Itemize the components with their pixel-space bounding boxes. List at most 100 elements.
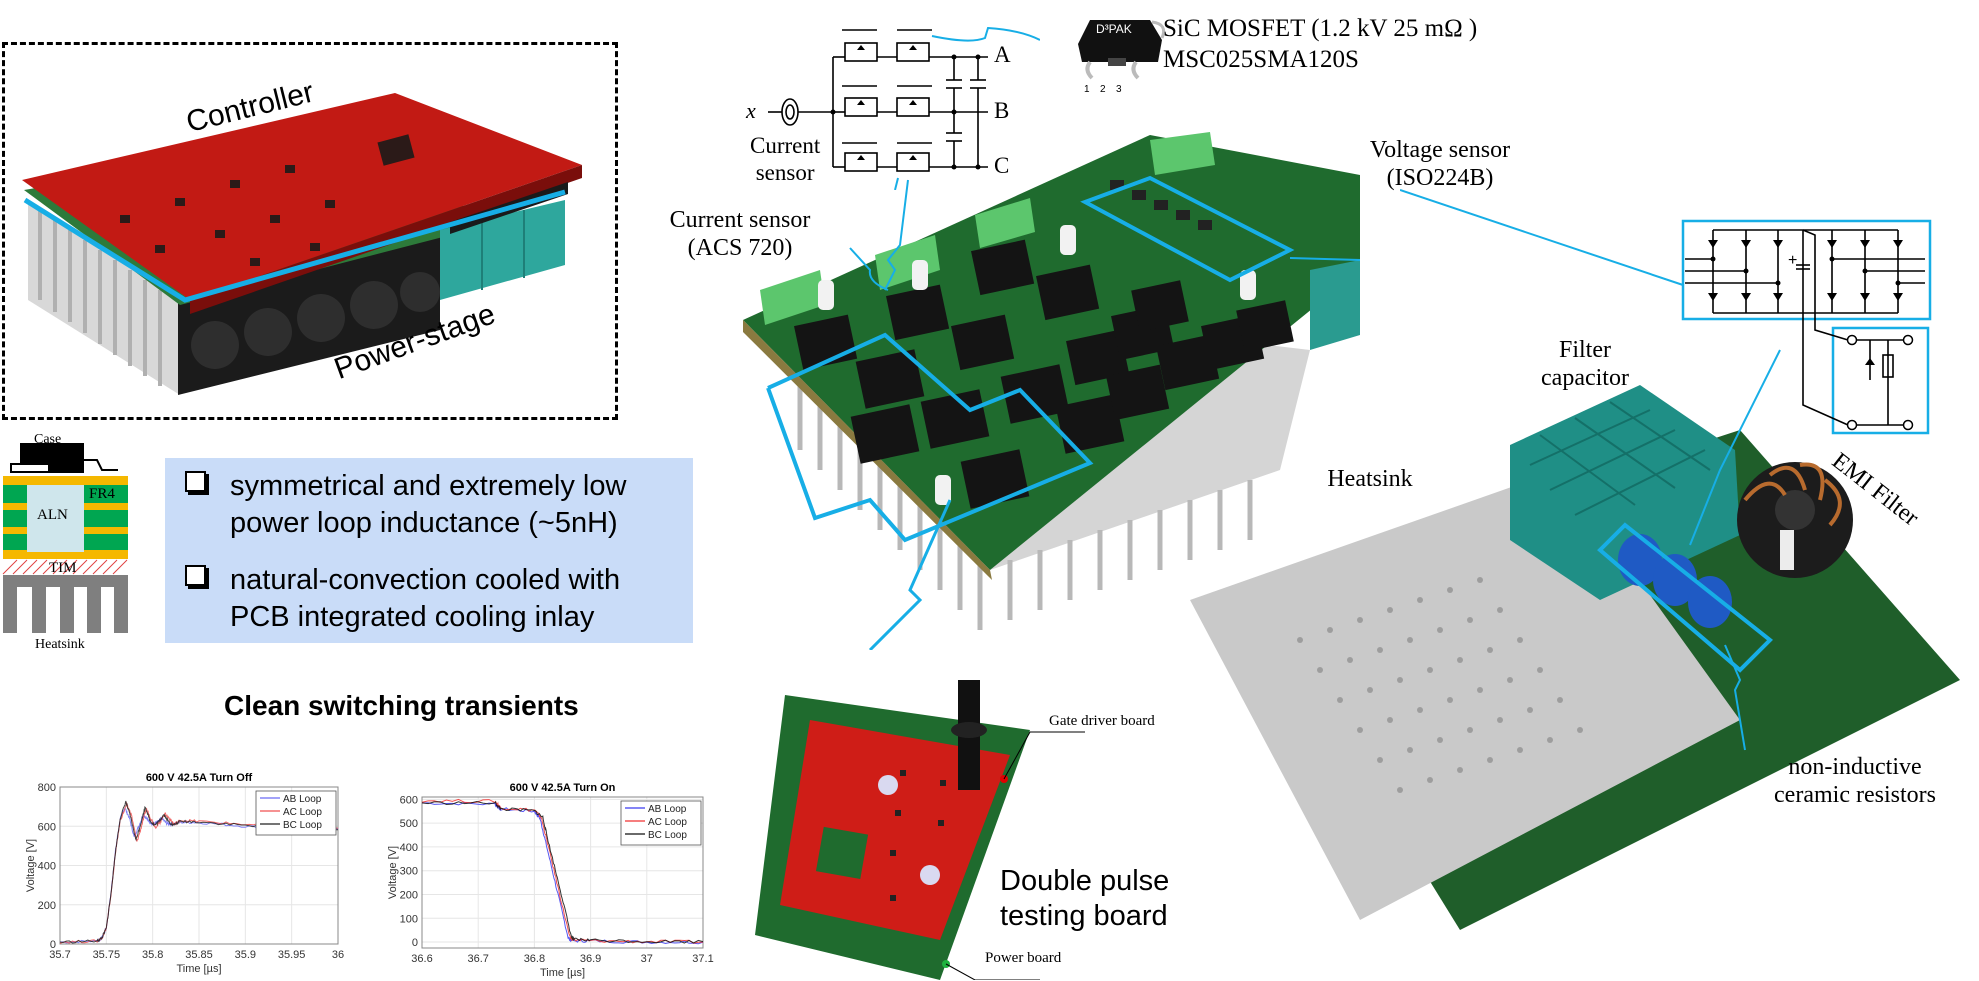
x-tick-label: 36.8 [524, 953, 545, 965]
schematic-current-sensor-label: Current sensor [750, 132, 820, 186]
tim-label: TIM [49, 560, 77, 576]
feature-line: natural-convection cooled with [230, 564, 621, 596]
feature-item: symmetrical and extremely low power loop… [185, 468, 626, 542]
dpt-title-line: Double pulse [1000, 865, 1170, 897]
series-line-bc-loop [421, 800, 704, 944]
phase-loop-highlight [766, 332, 1094, 543]
pcb-stackup-diagram [2, 443, 128, 633]
callout-line: capacitor [1541, 365, 1629, 391]
x-tick-label: 37 [641, 953, 653, 965]
chart-title: 600 V 42.5A Turn On [510, 782, 616, 794]
y-tick-label: 500 [400, 818, 418, 830]
brake-chopper-frame [1831, 326, 1930, 435]
feature-line: symmetrical and extremely low [230, 470, 627, 502]
dpt-title-line: testing board [1000, 900, 1168, 932]
output-label-b: B [994, 98, 1010, 123]
rectifier-schematic: + [1681, 219, 1932, 435]
y-axis-label: Voltage [V] [387, 846, 399, 899]
plot-frame [59, 786, 339, 945]
x-tick-label: 36.9 [580, 953, 601, 965]
rectifier-link-line [1400, 189, 1684, 286]
legend-label: AB Loop [283, 794, 322, 805]
pin-label: 1 [1084, 84, 1090, 95]
x-tick-label: 36.6 [411, 953, 432, 965]
checkbox-bullet-icon [185, 471, 206, 492]
legend-label: BC Loop [648, 830, 687, 841]
feature-item: natural-convection cooled with PCB integ… [185, 562, 620, 636]
d3pak-package-icon [1078, 20, 1166, 80]
legend-label: AB Loop [648, 804, 687, 815]
x-tick-label: 35.75 [93, 949, 121, 961]
x-tick-label: 35.7 [49, 949, 70, 961]
switch-row-a [833, 29, 988, 62]
mosfet-description: SiC MOSFET (1.2 kV 25 mΩ ) MSC025SMA120S [1163, 13, 1477, 75]
x-tick-label: 35.9 [235, 949, 256, 961]
feature-list: symmetrical and extremely low power loop… [165, 458, 693, 643]
dpt-board-photo [755, 680, 1085, 980]
power-stage-photo [743, 132, 1360, 650]
pin-label: 3 [1116, 84, 1122, 95]
legend-label: BC Loop [283, 820, 322, 831]
stackup-heatsink [3, 575, 128, 633]
x-tick-label: 35.85 [185, 949, 213, 961]
voltage-sensor-ics [1110, 180, 1212, 230]
x-axis-label: Time [µs] [540, 967, 585, 979]
callout-line: non-inductive [1788, 754, 1922, 780]
x-axis-label: Time [µs] [176, 963, 221, 975]
legend-label: AC Loop [283, 807, 322, 818]
voltage-sensor-callout: Voltage sensor (ISO224B) [1345, 136, 1535, 192]
gate-driver-label: Gate driver board [1049, 713, 1155, 729]
aln-label: ALN [37, 507, 68, 523]
callout-line: Filter [1559, 337, 1611, 363]
current-sensor-callout: Current sensor (ACS 720) [640, 206, 840, 262]
voltage-sensor-highlight [1080, 175, 1295, 283]
stackup-heatsink-label: Heatsink [35, 637, 85, 652]
filter-board-photo [1190, 349, 1960, 930]
y-axis-label: Voltage [V] [25, 839, 37, 892]
mosfet-part-number: MSC025SMA120S [1163, 46, 1359, 73]
power-stage-pcb [743, 135, 1360, 570]
resistor-highlight [1597, 522, 1774, 673]
mosfet-packages [794, 239, 1294, 509]
mosfet-title: SiC MOSFET (1.2 kV 25 mΩ ) [1163, 15, 1478, 42]
callout-line: Current sensor [669, 207, 811, 233]
checkbox-bullet-icon [185, 565, 206, 586]
callout-line: (ACS 720) [687, 235, 793, 261]
series-line-bc-loop [59, 800, 338, 944]
feature-line: PCB integrated cooling inlay [230, 601, 595, 633]
pin-label: 2 [1100, 84, 1106, 95]
y-tick-label: 600 [400, 794, 418, 806]
turn-on-chart: 600 V 42.5A Turn On 36.6 36.7 36.8 36.9 37 37.… [387, 782, 714, 979]
tim-layer [2, 559, 128, 575]
y-tick-label: 0 [412, 937, 418, 949]
output-label-a: A [994, 42, 1011, 67]
rectifier-frame [1681, 219, 1932, 321]
plot-frame [421, 796, 704, 949]
callout-line: (ISO224B) [1386, 165, 1494, 191]
output-label-c: C [994, 153, 1010, 178]
controller-photo [22, 93, 582, 395]
y-tick-label: 300 [400, 866, 418, 878]
y-tick-label: 800 [38, 782, 56, 794]
x-tick-label: 37.1 [692, 953, 713, 965]
y-tick-label: 400 [38, 861, 56, 873]
filter-heatsink-label: Heatsink [1327, 466, 1413, 492]
inverter-schematic [768, 26, 1040, 190]
controller-panel-frame [2, 42, 618, 420]
x-tick-label: 36 [332, 949, 344, 961]
y-tick-label: 600 [38, 821, 56, 833]
switch-row-b [833, 85, 988, 117]
y-tick-label: 400 [400, 842, 418, 854]
controller-heatsink [28, 200, 180, 395]
y-tick-label: 200 [400, 889, 418, 901]
filter-capacitor-callout: Filter capacitor [1525, 336, 1645, 392]
x-tick-label: 35.8 [142, 949, 163, 961]
callout-line: Voltage sensor [1369, 137, 1511, 163]
gate-driver-board [780, 720, 1010, 940]
case-label: Case [34, 432, 62, 447]
sensor-label-line: sensor [755, 160, 815, 185]
controller-ics [120, 134, 415, 266]
heatsink-pins [1297, 577, 1583, 793]
transients-heading: Clean switching transients [224, 690, 579, 721]
x-tick-label: 36.7 [467, 953, 488, 965]
